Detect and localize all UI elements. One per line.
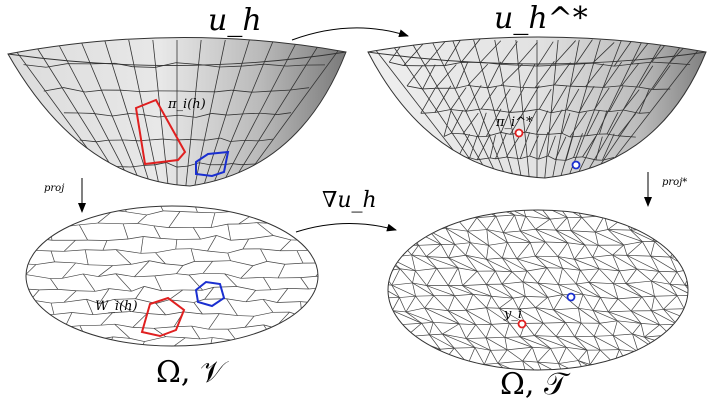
disk-triangulated [369, 202, 715, 378]
arrow-top [292, 28, 408, 40]
red-point-top [516, 130, 523, 137]
label-proj: proj [44, 184, 64, 194]
label-gradient: ∇u_h [322, 190, 377, 212]
blue-point-bottom [568, 294, 575, 301]
bowl-voronoi [8, 37, 346, 190]
label-pi-i-h: π_i(h) [168, 98, 206, 111]
blue-point-top [573, 162, 580, 169]
label-u-h: u_h [208, 6, 262, 36]
bowl-triangulated [368, 37, 706, 182]
arrow-middle [296, 223, 396, 232]
label-omega-v: Ω, 𝒱 [156, 358, 225, 388]
label-omega-t: Ω, 𝒯 [500, 370, 567, 400]
label-w-i-h: W_i(h) [95, 300, 138, 313]
label-y-i: y_i [504, 308, 522, 321]
label-u-h-star: u_h^* [494, 4, 588, 34]
label-proj-star: proj* [662, 178, 687, 188]
label-pi-i-star: π_i^* [496, 116, 533, 129]
